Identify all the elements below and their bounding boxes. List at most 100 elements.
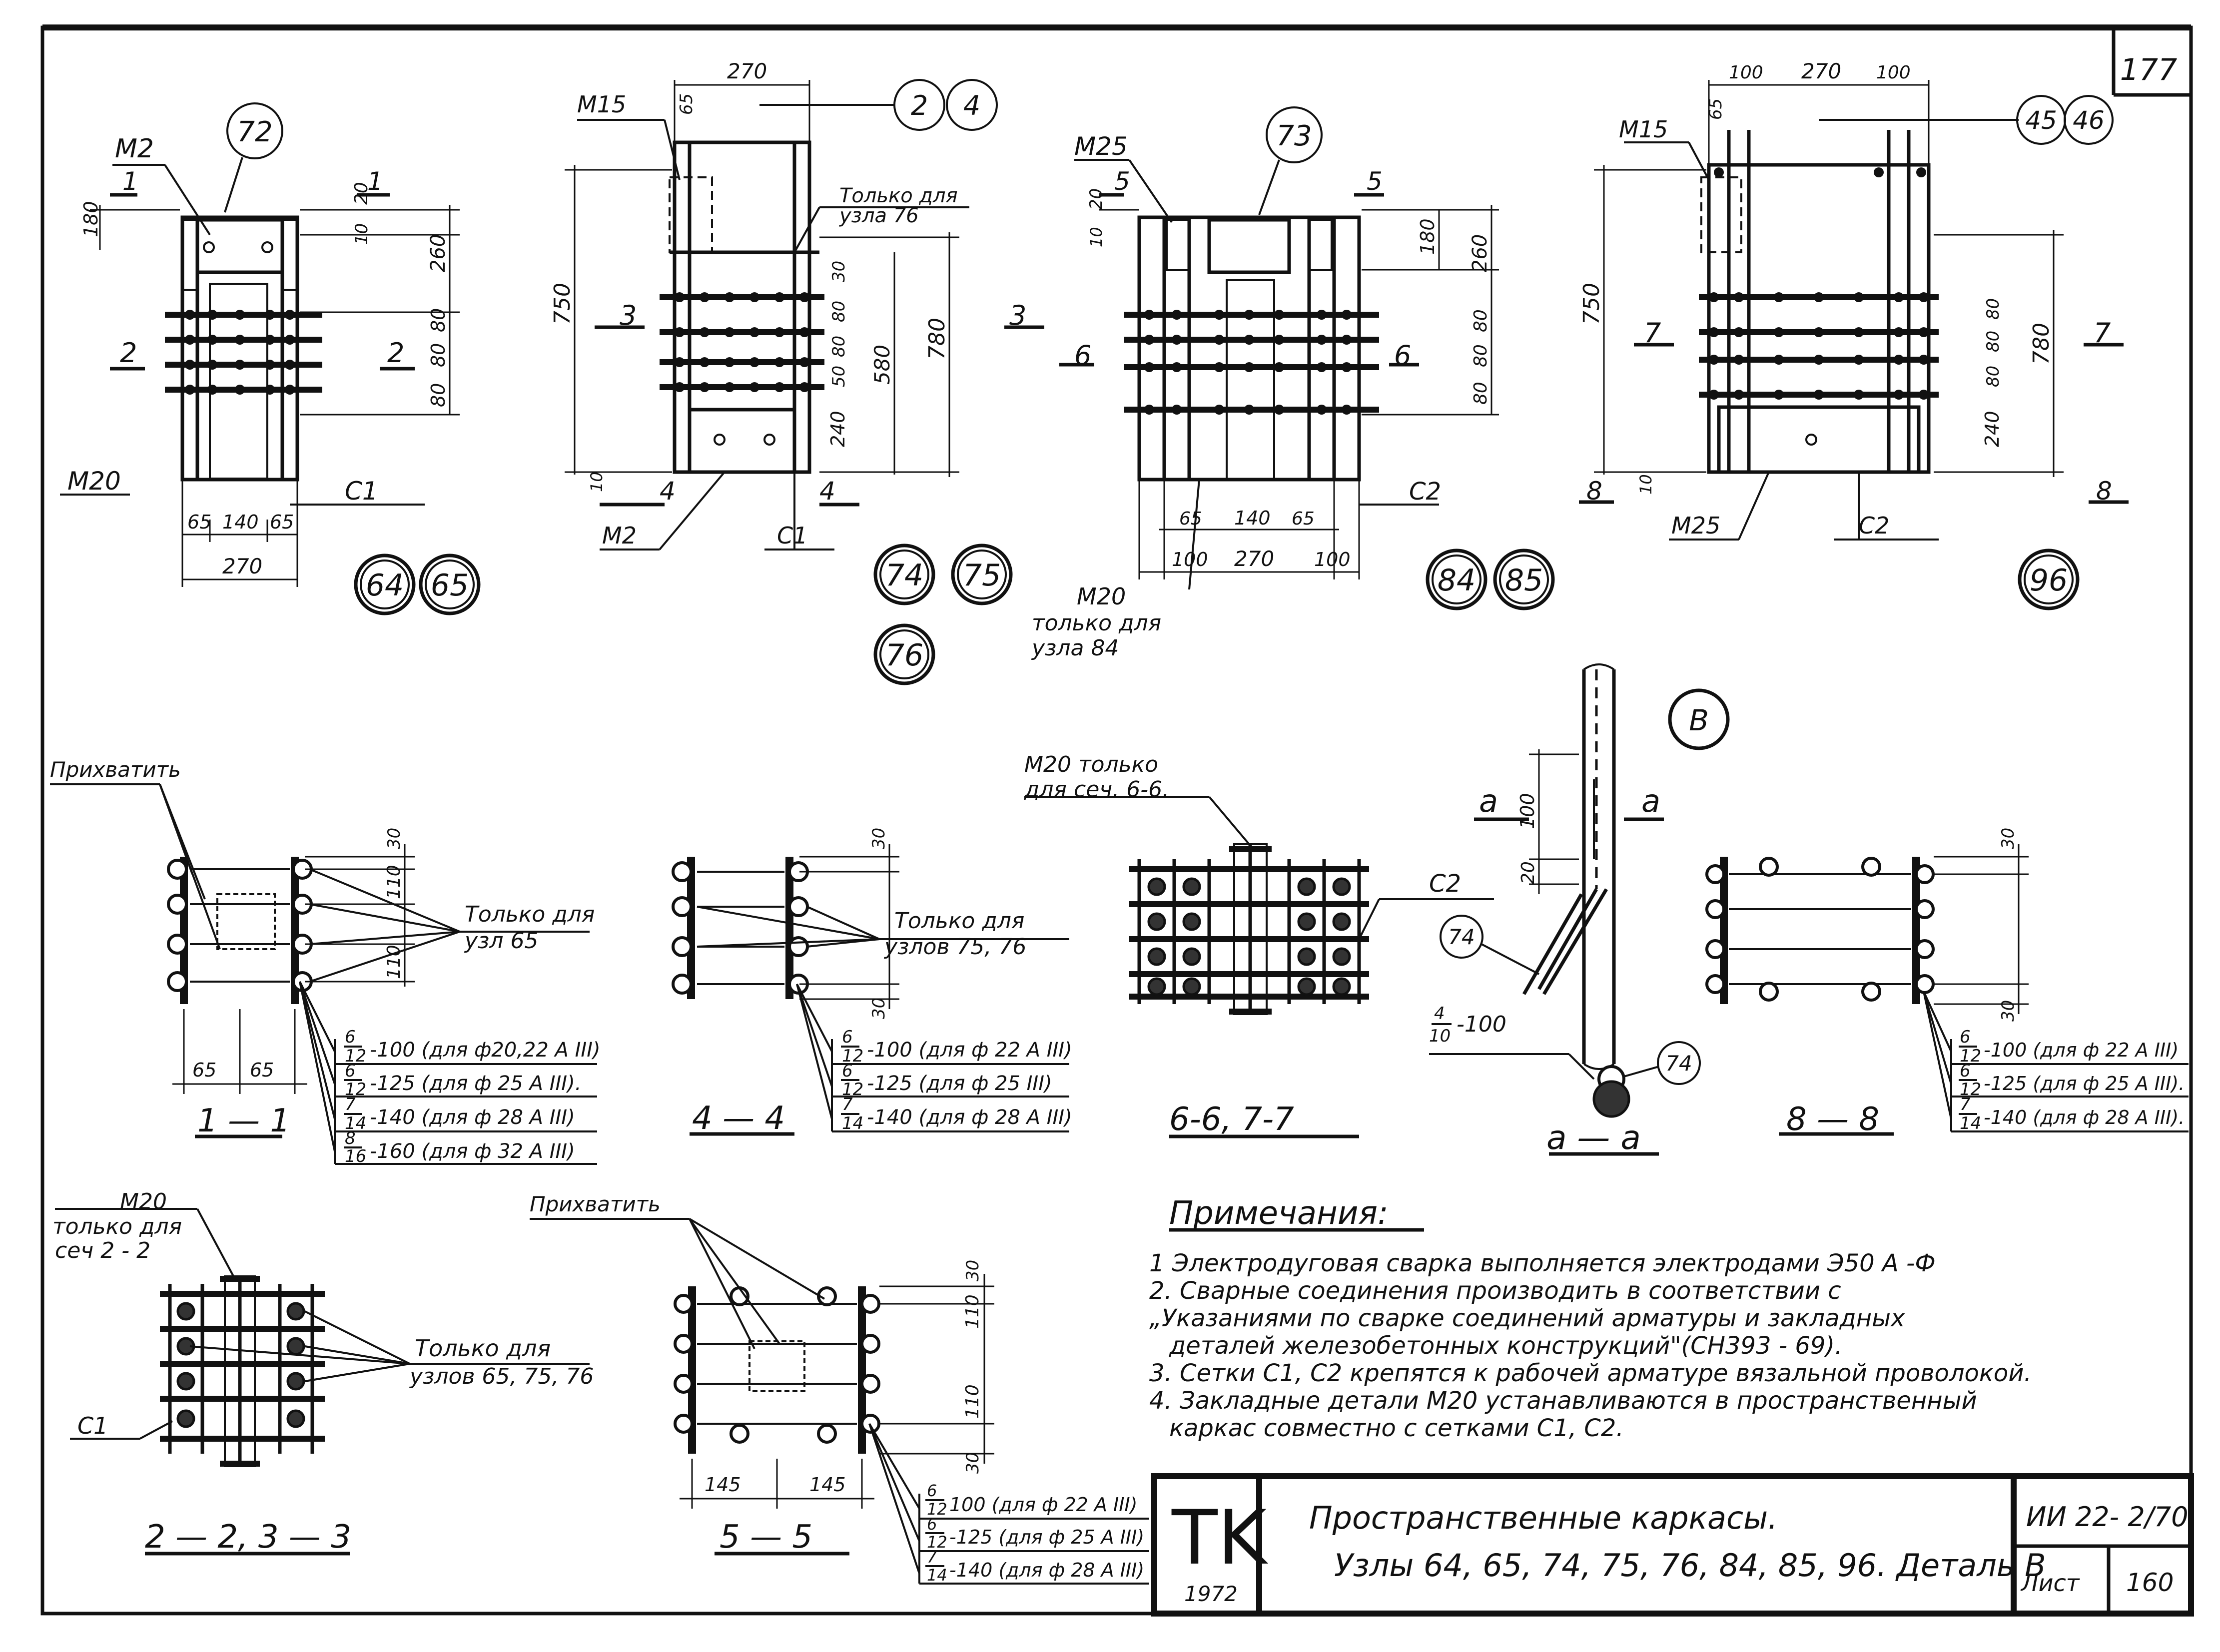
detail-b-mark: В (1689, 703, 1709, 737)
node-45: 45 (2025, 106, 2057, 135)
corner-number: 177 (2120, 52, 2178, 87)
stamp-letters: TK (1171, 1495, 1269, 1582)
node-96: 96 (2030, 563, 2068, 598)
dim-145a: 145 (705, 1474, 741, 1496)
note-nodes-65-75-76: узлов 65, 75, 76 (409, 1364, 594, 1389)
node-74: 74 (885, 558, 923, 593)
label-c2: С2 (1409, 478, 1441, 506)
section-6-right: 6 (1394, 340, 1411, 371)
label-c2: С2 (1859, 512, 1889, 539)
dim-100a: 100 (1172, 549, 1208, 570)
node-73: 73 (1276, 120, 1312, 152)
dim-65: 65 (1706, 98, 1726, 120)
note-line-5: 3. Сетки С1, С2 крепятся к рабочей армат… (1149, 1359, 2032, 1387)
label-c1: С1 (777, 522, 807, 549)
section-5-5 (530, 1218, 1149, 1585)
spec-den: 10 (1429, 1026, 1451, 1046)
note-only-for: только для (1032, 610, 1161, 636)
note-line-2: 2. Сварные соединения производить в соот… (1149, 1277, 1841, 1305)
dim-10: 10 (352, 223, 372, 245)
dim-580: 580 (870, 345, 894, 385)
svg-text:6: 6 (927, 1515, 937, 1534)
dim-780: 780 (2029, 323, 2054, 365)
dim-80a: 80 (427, 308, 449, 332)
node-65: 65 (431, 568, 469, 603)
label-c1: С1 (345, 477, 378, 506)
dim-65a: 65 (1179, 509, 1202, 529)
dim-100: 100 (1516, 793, 1538, 829)
dim-100b: 100 (1314, 549, 1351, 570)
dim-750: 750 (550, 283, 575, 325)
note-only-for: Только для (465, 902, 595, 927)
svg-text:7: 7 (927, 1548, 937, 1567)
svg-text:14: 14 (1960, 1113, 1981, 1133)
dim-140: 140 (222, 511, 259, 533)
svg-text:6: 6 (842, 1027, 853, 1047)
section-3-left: 3 (620, 300, 637, 331)
svg-text:-140 (для ф 28 А III): -140 (для ф 28 А III) (867, 1106, 1072, 1129)
dim-270: 270 (1234, 547, 1274, 571)
dim-65b: 65 (1292, 509, 1315, 529)
dim-65: 65 (677, 93, 697, 115)
svg-text:-100 (для ф 22 А III): -100 (для ф 22 А III) (1984, 1039, 2179, 1061)
section-6-left: 6 (1074, 340, 1091, 371)
detail-b (1429, 663, 1730, 1156)
svg-text:12: 12 (842, 1080, 863, 1100)
label-m15: М15 (1619, 116, 1668, 143)
svg-text:12: 12 (345, 1080, 366, 1100)
section-2-right: 2 (387, 337, 404, 369)
note-m20: М20 (120, 1189, 167, 1214)
spec-text: -100 (1457, 1012, 1506, 1037)
node-75: 75 (963, 558, 1001, 593)
section-6-6-7-7 (1024, 796, 1494, 1138)
doc-code: ИИ 22- 2/70 (2026, 1501, 2189, 1533)
dim-110b: 110 (962, 1384, 983, 1419)
note-line-3: „Указаниями по сварке соединений арматур… (1149, 1304, 1905, 1332)
label-tack-weld: Прихватить (50, 757, 181, 782)
dim-10: 10 (1636, 474, 1655, 495)
note-line-4: деталей железобетонных конструкций"(СН39… (1169, 1332, 1842, 1360)
note-line-1: 1 Электродуговая сварка выполняется элек… (1149, 1249, 1936, 1277)
dim-80a: 80 (1983, 298, 2003, 320)
section-title-6-6-7-7: 6-6, 7-7 (1169, 1101, 1294, 1138)
node-74-b: 74 (1665, 1051, 1692, 1076)
dim-80a: 80 (829, 301, 849, 322)
node-72-label: 72 (237, 116, 272, 148)
section-4-right: 4 (819, 477, 835, 506)
section-8-left: 8 (1586, 477, 1602, 506)
svg-text:-160 (для ф 32 А III): -160 (для ф 32 А III) (370, 1140, 575, 1163)
dim-30a: 30 (963, 1260, 983, 1281)
section-7-left: 7 (1644, 317, 1661, 349)
dim-270: 270 (727, 59, 767, 83)
node-76: 76 (885, 638, 923, 673)
note-only-for: только для (52, 1214, 182, 1239)
svg-text:12: 12 (1960, 1046, 1981, 1066)
svg-text:-140 (для ф 28 А III): -140 (для ф 28 А III) (370, 1106, 575, 1129)
svg-text:-125 (для ф 25 А III): -125 (для ф 25 А III) (949, 1526, 1144, 1548)
note-node-84: узла 84 (1031, 635, 1119, 661)
dim-80c: 80 (427, 383, 449, 407)
dim-20: 20 (1518, 861, 1538, 884)
dim-260: 260 (1469, 234, 1491, 272)
note-nodes-75-76: узлов 75, 76 (883, 934, 1026, 960)
svg-text:12: 12 (927, 1533, 947, 1552)
dim-30a: 30 (869, 828, 889, 849)
dim-100a: 100 (1729, 62, 1763, 83)
dim-20: 20 (1086, 188, 1106, 210)
spec-table-4-4: 612 -100 (для ф 22 А III) 612 -125 (для … (841, 1027, 1072, 1133)
dim-10: 10 (587, 472, 606, 492)
section-title-8-8: 8 — 8 (1786, 1101, 1879, 1138)
note-m20: М20 (1077, 583, 1126, 610)
section-8-8 (1705, 844, 2189, 1136)
dim-20: 20 (351, 182, 372, 205)
section-7-right: 7 (2094, 317, 2111, 349)
dim-80c: 80 (1983, 366, 2003, 387)
node-85: 85 (1505, 563, 1543, 598)
label-m25: М25 (1671, 512, 1720, 539)
dim-110a: 110 (384, 865, 404, 899)
dim-50: 50 (829, 366, 849, 387)
dim-100b: 100 (1876, 62, 1911, 83)
section-2-2-3-3 (55, 1208, 590, 1556)
svg-text:-140 (для ф 28 А III).: -140 (для ф 28 А III). (1984, 1106, 2185, 1128)
